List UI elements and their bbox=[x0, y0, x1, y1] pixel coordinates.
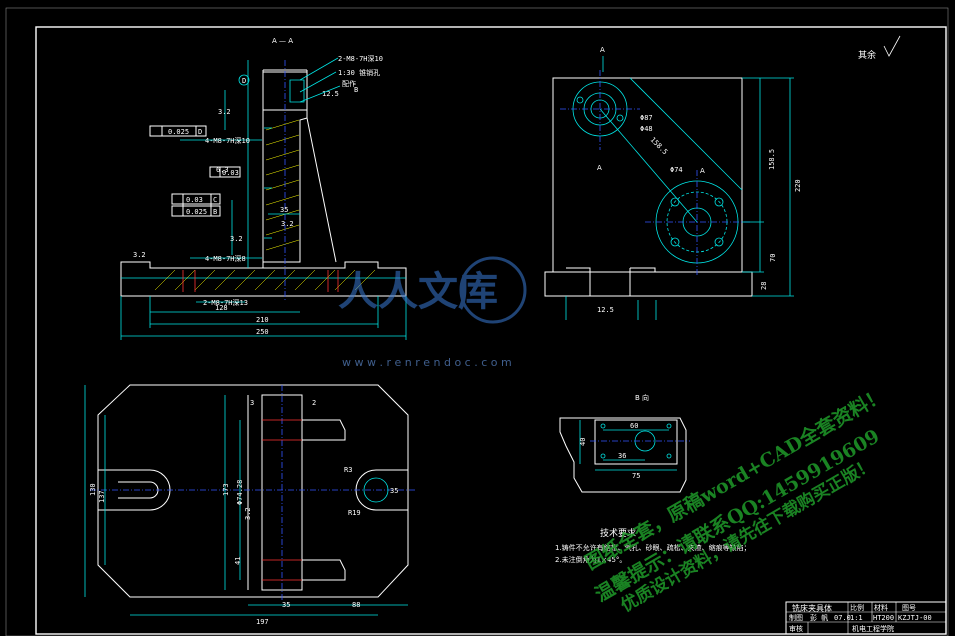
dim-3-2d: 3.2 bbox=[133, 251, 146, 259]
watermark-logo: 人人文库 bbox=[338, 256, 527, 324]
title-block-drawing-no-head: 图号 bbox=[902, 604, 916, 612]
sheet-outer-border bbox=[5, 7, 949, 636]
b-dim-40: 40 bbox=[579, 438, 587, 446]
callout-tap-low: 4-M8-7H深8 bbox=[205, 254, 246, 263]
b-dim-60: 60 bbox=[630, 422, 638, 430]
plan-dim-phi: Φ74.28 bbox=[236, 480, 244, 505]
plan-dim-35: 35 bbox=[282, 601, 290, 609]
front-view-arrow-label: A bbox=[600, 46, 605, 54]
front-dim-phi48: Φ48 bbox=[640, 125, 653, 133]
plan-dim-3: 3 bbox=[250, 399, 254, 407]
view-b: B 向 60 40 36 75 bbox=[559, 393, 690, 493]
title-block-weight: 07.0 bbox=[834, 614, 851, 622]
front-dim-70: 70 bbox=[769, 254, 777, 262]
callout-tap-bottom: 2-M8-7H深13 bbox=[203, 298, 248, 307]
dim-12-5: 12.5 bbox=[322, 90, 339, 98]
plan-dim-35v: 35 bbox=[390, 487, 398, 495]
plan-view: 3 2 130 137 173 Φ74.28 3.2 R3 35 R19 41 … bbox=[84, 384, 415, 626]
title-block-material-head: 材料 bbox=[874, 603, 888, 612]
dim-210: 210 bbox=[256, 316, 269, 324]
watermark-line2: 温馨提示：请联系QQ:1459919609 bbox=[591, 424, 883, 606]
front-dim-28: 28 bbox=[760, 282, 768, 290]
title-block-scale-head: 比例 bbox=[850, 603, 864, 612]
plan-dim-197: 197 bbox=[256, 618, 269, 626]
plan-dim-41: 41 bbox=[234, 557, 242, 565]
tech-req-line2: 2.未注倒角为1×45°。 bbox=[555, 555, 626, 564]
title-block-org: 机电工程学院 bbox=[852, 624, 894, 633]
tol-4: 0.025 bbox=[186, 208, 207, 216]
dim-6-3: 6.3 bbox=[216, 166, 229, 174]
plan-dim-130: 130 bbox=[89, 483, 97, 496]
dim-35: 35 bbox=[280, 206, 288, 214]
tol-3-ref: C bbox=[213, 196, 217, 204]
dim-3-2b: 3.2 bbox=[281, 220, 294, 228]
b-dim-75: 75 bbox=[632, 472, 640, 480]
watermark-brand: 人人文库 bbox=[338, 268, 498, 315]
plan-dim-r19: R19 bbox=[348, 509, 361, 517]
section-view-a-a: A — A bbox=[120, 37, 407, 340]
callout-b-ref: B bbox=[354, 86, 358, 94]
tech-req-line1: 1.铸件不允许有缩松、气孔、砂眼、疏松、夹渣、缩痕等缺陷； bbox=[555, 543, 751, 552]
front-view: A Φ87 Φ48 158.5 Φ74 bbox=[544, 46, 802, 320]
tol-1-ref: D bbox=[198, 128, 202, 136]
tol-4-ref: B bbox=[213, 208, 217, 216]
watermark-url: w w w . r e n r e n d o c . c o m bbox=[342, 356, 512, 369]
tech-req-title: 技术要求 bbox=[600, 527, 636, 539]
callout-d-ref: D bbox=[242, 77, 246, 85]
dim-3-2c: 3.2 bbox=[230, 235, 243, 243]
roughness-symbol bbox=[883, 35, 901, 57]
section-hatch bbox=[154, 119, 376, 291]
tol-3: 0.03 bbox=[186, 196, 203, 204]
plan-dim-137: 137 bbox=[98, 490, 106, 503]
front-dim-12-5: 12.5 bbox=[597, 306, 614, 314]
tech-requirements: 技术要求 1.铸件不允许有缩松、气孔、砂眼、疏松、夹渣、缩痕等缺陷； 2.未注倒… bbox=[555, 527, 751, 564]
title-block-name: 铣床夹具体 bbox=[792, 603, 832, 613]
plan-dim-88: 88 bbox=[352, 601, 360, 609]
front-dim-220: 220 bbox=[794, 179, 802, 192]
dim-128: 128 bbox=[215, 304, 228, 312]
plan-dim-2: 2 bbox=[312, 399, 316, 407]
plan-dim-173: 173 bbox=[222, 483, 230, 496]
callout-pin-note: 配作 bbox=[342, 79, 356, 88]
view-b-title: B 向 bbox=[635, 393, 649, 402]
tol-2: 0.03 bbox=[222, 169, 239, 177]
title-block-material: HT200 bbox=[873, 614, 894, 622]
dim-3-2a: 3.2 bbox=[218, 108, 231, 116]
b-dim-36: 36 bbox=[618, 452, 626, 460]
callout-tap-top: 2-M8-7H深10 bbox=[338, 54, 383, 63]
title-block-draw-role: 制图 bbox=[789, 613, 803, 622]
sheet-inner-border bbox=[35, 26, 947, 635]
callout-hole-top: 1:30 锥销孔 bbox=[338, 68, 380, 77]
title-block-review-role: 审核 bbox=[789, 624, 803, 633]
front-a-mark-2: A bbox=[700, 167, 705, 175]
dim-250: 250 bbox=[256, 328, 269, 336]
front-dim-phi87: Φ87 bbox=[640, 114, 653, 122]
section-title: A — A bbox=[272, 37, 293, 45]
front-dim-diag: 158.5 bbox=[649, 136, 670, 157]
front-dim-158-5: 158.5 bbox=[768, 149, 776, 170]
roughness-note: 其余 bbox=[858, 49, 876, 61]
tol-1: 0.025 bbox=[168, 128, 189, 136]
front-a-mark-1: A bbox=[597, 164, 602, 172]
plan-dim-3-2: 3.2 bbox=[244, 507, 252, 520]
title-block-drawing-no: KZJTJ-00 bbox=[898, 614, 932, 622]
front-dim-phi74: Φ74 bbox=[670, 166, 683, 174]
title-block-scale: 1:1 bbox=[850, 614, 863, 622]
title-block-draw-name: 彭 帆 bbox=[810, 613, 828, 622]
plan-dim-r3: R3 bbox=[344, 466, 352, 474]
callout-tap-mid: 4-M8-7H深10 bbox=[205, 136, 250, 145]
title-block: 铣床夹具体 比例 材料 图号 1:1 HT200 KZJTJ-00 制图 彭 帆… bbox=[785, 601, 947, 635]
